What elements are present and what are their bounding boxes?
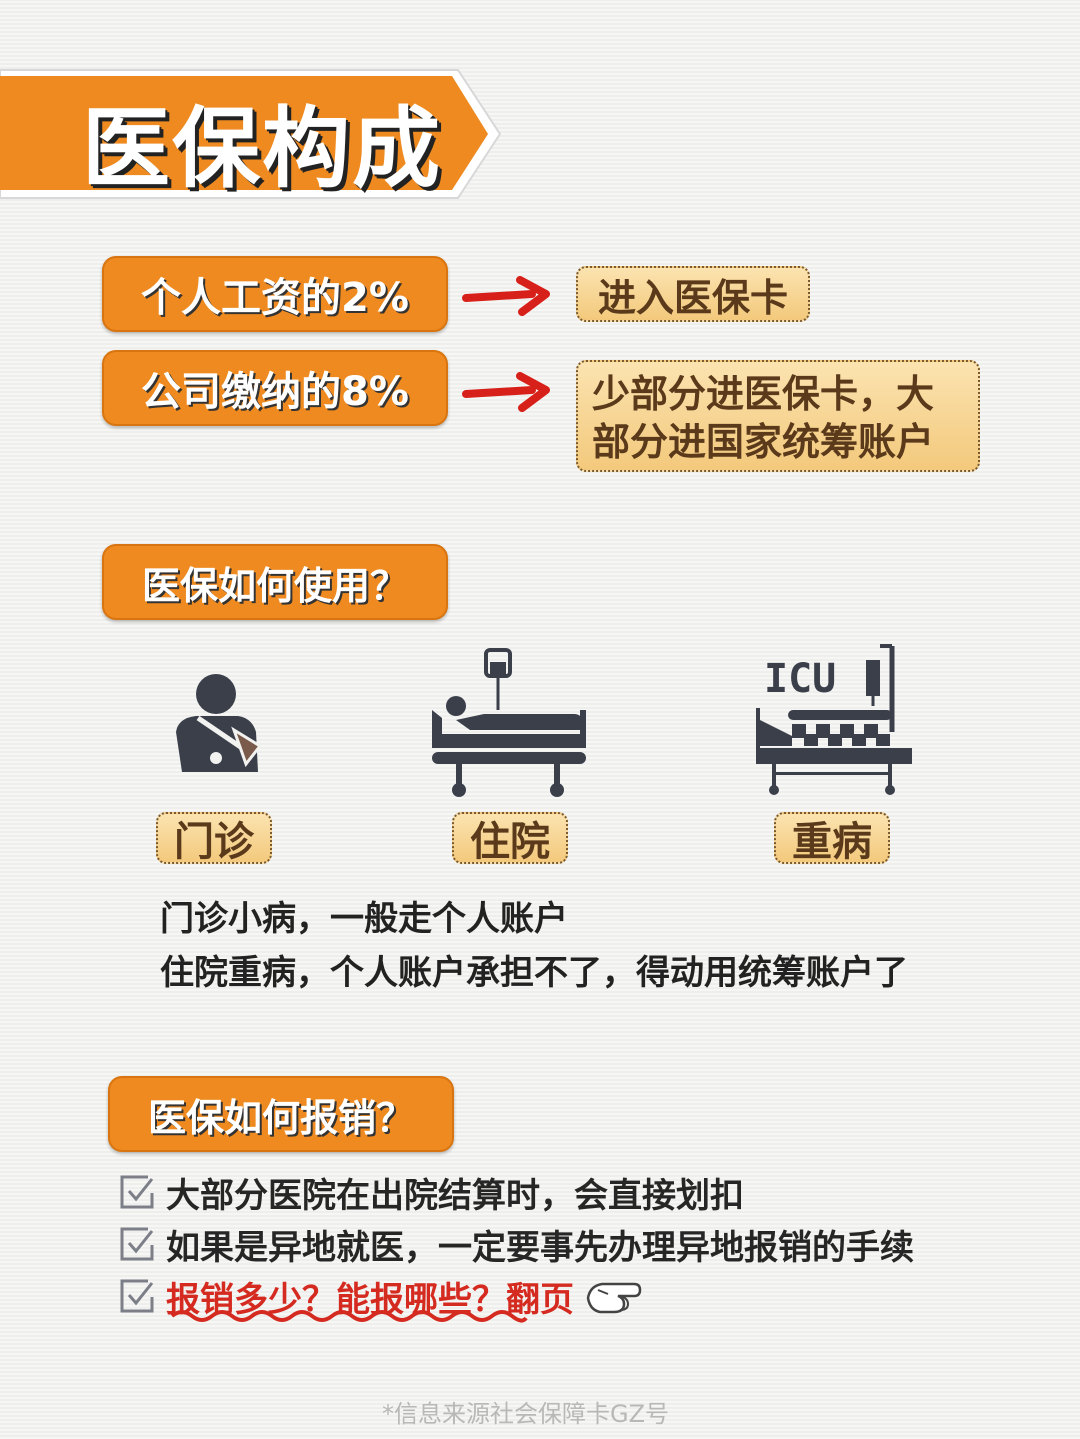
red-wavy-underline <box>170 1310 528 1323</box>
description-line: 门诊小病，一般走个人账户 <box>160 899 568 939</box>
checklist-text: 大部分医院在出院结算时，会直接划扣 <box>166 1175 744 1216</box>
category-tag-outpatient: 门诊 <box>156 812 272 865</box>
checkbox-checked-icon <box>120 1175 154 1209</box>
source-label: 个人工资的2% <box>141 275 409 321</box>
checklist-item: 大部分医院在出院结算时，会直接划扣 <box>118 1166 914 1218</box>
destination-line: 少部分进医保卡，大 <box>592 372 935 416</box>
source-pill-company: 公司缴纳的8% <box>102 350 448 426</box>
red-arrow-icon <box>462 372 550 412</box>
source-pill-personal: 个人工资的2% <box>102 256 448 332</box>
destination-label: 进入医保卡 <box>597 275 788 320</box>
source-footnote: *信息来源社会保障卡GZ号 <box>382 1400 670 1428</box>
reimbursement-checklist: 大部分医院在出院结算时，会直接划扣 如果是异地就医，一定要事先办理异地报销的手续… <box>118 1166 914 1322</box>
pointing-hand-icon <box>586 1282 642 1314</box>
red-arrow-icon <box>462 276 550 316</box>
hospital-bed-iv-icon <box>432 648 586 797</box>
checklist-item: 如果是异地就医，一定要事先办理异地报销的手续 <box>118 1218 914 1270</box>
checkbox-checked-icon <box>120 1279 154 1313</box>
checklist-text: 如果是异地就医，一定要事先办理异地报销的手续 <box>166 1227 914 1268</box>
description-line: 住院重病，个人账户承担不了，得动用统筹账户了 <box>160 953 908 993</box>
checkbox-checked-icon <box>120 1227 154 1261</box>
category-label: 重病 <box>792 819 872 865</box>
category-tag-inpatient: 住院 <box>452 812 568 865</box>
banner-arrow-shape <box>0 69 502 199</box>
category-label: 住院 <box>470 819 550 865</box>
category-tag-critical: 重病 <box>774 812 890 865</box>
destination-tag-pool: 少部分进医保卡，大 部分进国家统筹账户 <box>576 360 980 472</box>
usage-description: 门诊小病，一般走个人账户 住院重病，个人账户承担不了，得动用统筹账户了 <box>160 892 908 1000</box>
usage-heading: 医保如何使用？ <box>102 544 448 620</box>
title-banner: 医保构成 <box>0 66 505 200</box>
section-heading: 医保如何使用？ <box>141 563 408 608</box>
icu-text: ICU <box>764 656 836 702</box>
category-label: 门诊 <box>174 819 254 865</box>
icu-bed-icon: ICU <box>756 644 912 795</box>
section-heading: 医保如何报销？ <box>147 1095 414 1140</box>
reimbursement-heading: 医保如何报销？ <box>108 1076 454 1152</box>
source-label: 公司缴纳的8% <box>141 369 409 415</box>
destination-line: 部分进国家统筹账户 <box>592 420 935 464</box>
page-title: 医保构成 <box>82 97 443 200</box>
outpatient-person-sling-icon <box>176 674 263 772</box>
destination-tag-card: 进入医保卡 <box>576 266 810 322</box>
